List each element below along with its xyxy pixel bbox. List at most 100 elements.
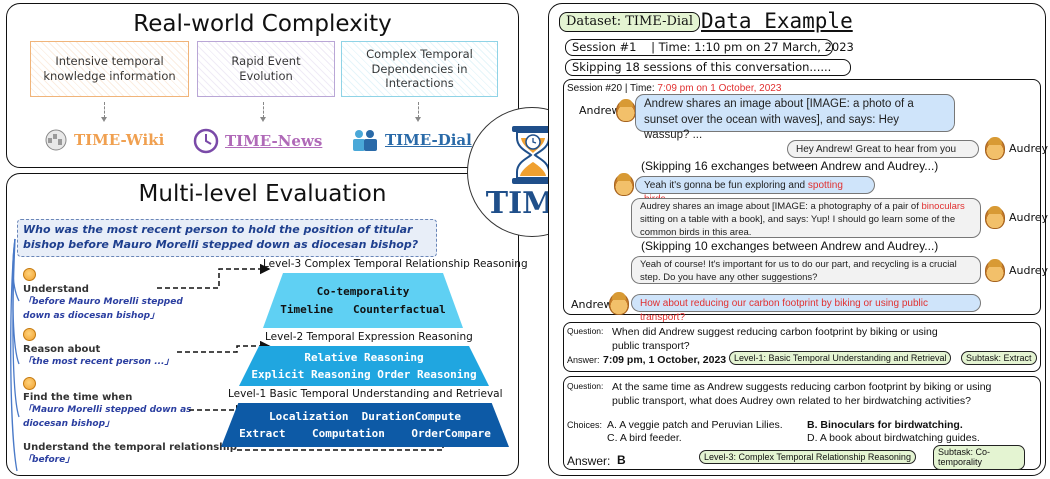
step-find-text: 「Mauro Morelli stepped down as diocesan …	[23, 405, 192, 430]
arrow-down	[259, 102, 266, 122]
question-2-box	[563, 376, 1041, 470]
level-2-row-2: Explicit Reasoning Order Reasoning	[251, 368, 477, 381]
complex-dependencies-label: Complex Temporal Dependencies in Interac…	[366, 46, 473, 91]
step-relationship-label: Understand the temporal relationship	[23, 442, 237, 453]
speaker-audrey: Audrey	[1009, 211, 1049, 224]
real-world-title: Real-world Complexity	[133, 11, 392, 37]
data-example-title: Data Example	[701, 9, 853, 33]
answer-1-value: 7:09 pm, 1 October, 2023	[603, 354, 727, 366]
answer-2-label: Answer:	[567, 454, 611, 468]
message-andrew-2-text-a: Yeah it's gonna be fun exploring and	[644, 180, 808, 191]
answer-2-level-chip: Level-3: Complex Temporal Relationship R…	[699, 450, 916, 464]
source-time-news: TIME-News	[193, 128, 322, 154]
level-1-name: Level-1 Basic Temporal Understanding and…	[228, 388, 503, 400]
step-find-time: Find the time when 「Mauro Morelli steppe…	[23, 392, 213, 432]
rapid-evolution-box: Rapid Event Evolution	[197, 41, 335, 97]
message-andrew-3: How about reducing our carbon footprint …	[631, 294, 981, 323]
intensive-knowledge-label: Intensive temporal knowledge information	[43, 54, 176, 83]
data-example-panel: Dataset: TIME-Dial Data Example Session …	[548, 3, 1049, 476]
step-understand-label: Understand	[23, 284, 89, 295]
level-3-trapezoid: Co-temporality Timeline Counterfactual	[263, 273, 463, 328]
thinking-face-icon	[23, 328, 36, 341]
thinking-face-icon	[23, 377, 36, 390]
step-connector-lines	[10, 238, 20, 472]
answer-2-value: B	[617, 453, 626, 467]
question-1-text: When did Andrew suggest reducing carbon …	[612, 326, 938, 353]
step-reason-text: 「the most recent person ...」	[23, 357, 174, 367]
session-1-header: Session #1 | Time: 1:10 pm on 27 March, …	[565, 39, 854, 56]
question-2-label: Question:	[567, 381, 604, 391]
level-3-row-2: Timeline Counterfactual	[280, 302, 446, 316]
multi-level-title: Multi-level Evaluation	[138, 181, 387, 207]
dataset-tag: Dataset: TIME-Dial	[559, 12, 700, 32]
speaker-audrey: Audrey	[1009, 264, 1049, 277]
speaker-audrey: Audrey	[1009, 142, 1049, 155]
question-2-text: At the same time as Andrew suggests redu…	[612, 381, 992, 408]
andrew-avatar	[609, 292, 629, 315]
andrew-avatar	[614, 173, 634, 196]
message-andrew-1: Andrew shares an image about [IMAGE: a p…	[635, 94, 955, 141]
arrow-down	[100, 102, 107, 122]
people-icon	[353, 130, 377, 151]
source-time-wiki: TIME-Wiki	[44, 128, 164, 152]
audrey-avatar	[985, 137, 1005, 160]
message-audrey-1: Hey Andrew! Great to hear from you .....…	[787, 140, 979, 169]
speaker-andrew: Andrew	[571, 298, 613, 311]
choice-c: C. A bird feeder.	[607, 432, 682, 444]
skip-exchanges-2: (Skipping 10 exchanges between Andrew an…	[641, 239, 939, 253]
answer-1-label: Answer:	[567, 355, 600, 365]
level-1-row-1: Localization DurationCompute	[268, 409, 462, 423]
real-world-complexity-panel: Real-world Complexity Intensive temporal…	[6, 3, 519, 168]
session-20-header: Session #20 | Time: 7:09 pm on 1 October…	[567, 83, 781, 94]
rapid-evolution-label: Rapid Event Evolution	[231, 54, 301, 83]
level-2-name: Level-2 Temporal Expression Reasoning	[265, 331, 473, 343]
level-3-row-1: Co-temporality	[316, 285, 410, 299]
thinking-face-icon	[23, 268, 36, 281]
choices-label: Choices:	[567, 420, 603, 430]
level-3-name: Level-3 Complex Temporal Relationship Re…	[263, 258, 528, 270]
complex-dependencies-box: Complex Temporal Dependencies in Interac…	[341, 41, 498, 97]
session-20-time: 7:09 pm on 1 October, 2023	[657, 83, 782, 94]
skip-exchanges-1: (Skipping 16 exchanges between Andrew an…	[641, 159, 939, 173]
time-dial-label: TIME-Dial	[385, 131, 472, 149]
step-temporal-relationship: Understand the temporal relationship 「be…	[23, 442, 243, 467]
time-wiki-label: TIME-Wiki	[74, 131, 165, 149]
skip-sessions-note: Skipping 18 sessions of this conversatio…	[565, 59, 851, 76]
answer-2-subtask-chip: Subtask: Co-temporality	[933, 445, 1025, 470]
session-1-label: Session #1 | Time: 1:10 pm on 27 March, …	[572, 40, 854, 54]
step-relationship-text: 「before」	[23, 455, 75, 465]
answer-1-subtask-chip: Subtask: Extract	[961, 351, 1037, 365]
choice-b: B. Binoculars for birdwatching.	[807, 419, 963, 431]
multi-level-evaluation-panel: Multi-level Evaluation Who was the most …	[6, 173, 528, 476]
source-time-dial: TIME-Dial	[351, 128, 472, 152]
answer-1-level-chip: Level-1: Basic Temporal Understanding an…	[729, 351, 952, 365]
example-question: Who was the most recent person to hold t…	[17, 219, 437, 257]
message-audrey-2-text-c: sitting on a table with a book], and say…	[640, 213, 956, 238]
level-2-row-1: Relative Reasoning	[304, 350, 424, 364]
step-find-label: Find the time when	[23, 392, 133, 403]
step-reason-label: Reason about	[23, 344, 101, 355]
arrow-down	[414, 102, 421, 122]
step-reason-about: Reason about 「the most recent person ...…	[23, 344, 203, 369]
session-20-box	[563, 79, 1041, 315]
message-andrew-2: Yeah it's gonna be fun exploring and spo…	[635, 176, 875, 205]
message-audrey-3: Yeah of course! It's important for us to…	[631, 256, 981, 284]
question-1-box	[563, 322, 1041, 372]
message-audrey-2-highlight: binoculars	[921, 201, 965, 212]
wikipedia-globe-icon	[45, 129, 67, 151]
level-1-row-2: Extract Computation OrderCompare	[239, 427, 491, 440]
andrew-avatar	[616, 99, 636, 122]
message-audrey-2-text-a: Audrey shares an image about [IMAGE: a p…	[640, 201, 922, 212]
level-2-trapezoid: Relative Reasoning Explicit Reasoning Or…	[239, 346, 489, 386]
session-20-label: Session #20 | Time:	[567, 83, 658, 94]
step-understand-text: 「before Mauro Morelli stepped down as di…	[23, 297, 183, 322]
speaker-andrew: Andrew	[579, 104, 621, 117]
level-1-trapezoid: Localization DurationCompute Extract Com…	[221, 403, 509, 447]
audrey-avatar	[985, 206, 1005, 229]
choice-a: A. A veggie patch and Peruvian Lilies.	[607, 419, 783, 431]
audrey-avatar	[985, 259, 1005, 282]
question-1-label: Question:	[567, 326, 604, 336]
intensive-knowledge-box: Intensive temporal knowledge information	[30, 41, 189, 97]
clock-icon	[193, 128, 219, 154]
time-news-label: TIME-News	[225, 132, 323, 150]
